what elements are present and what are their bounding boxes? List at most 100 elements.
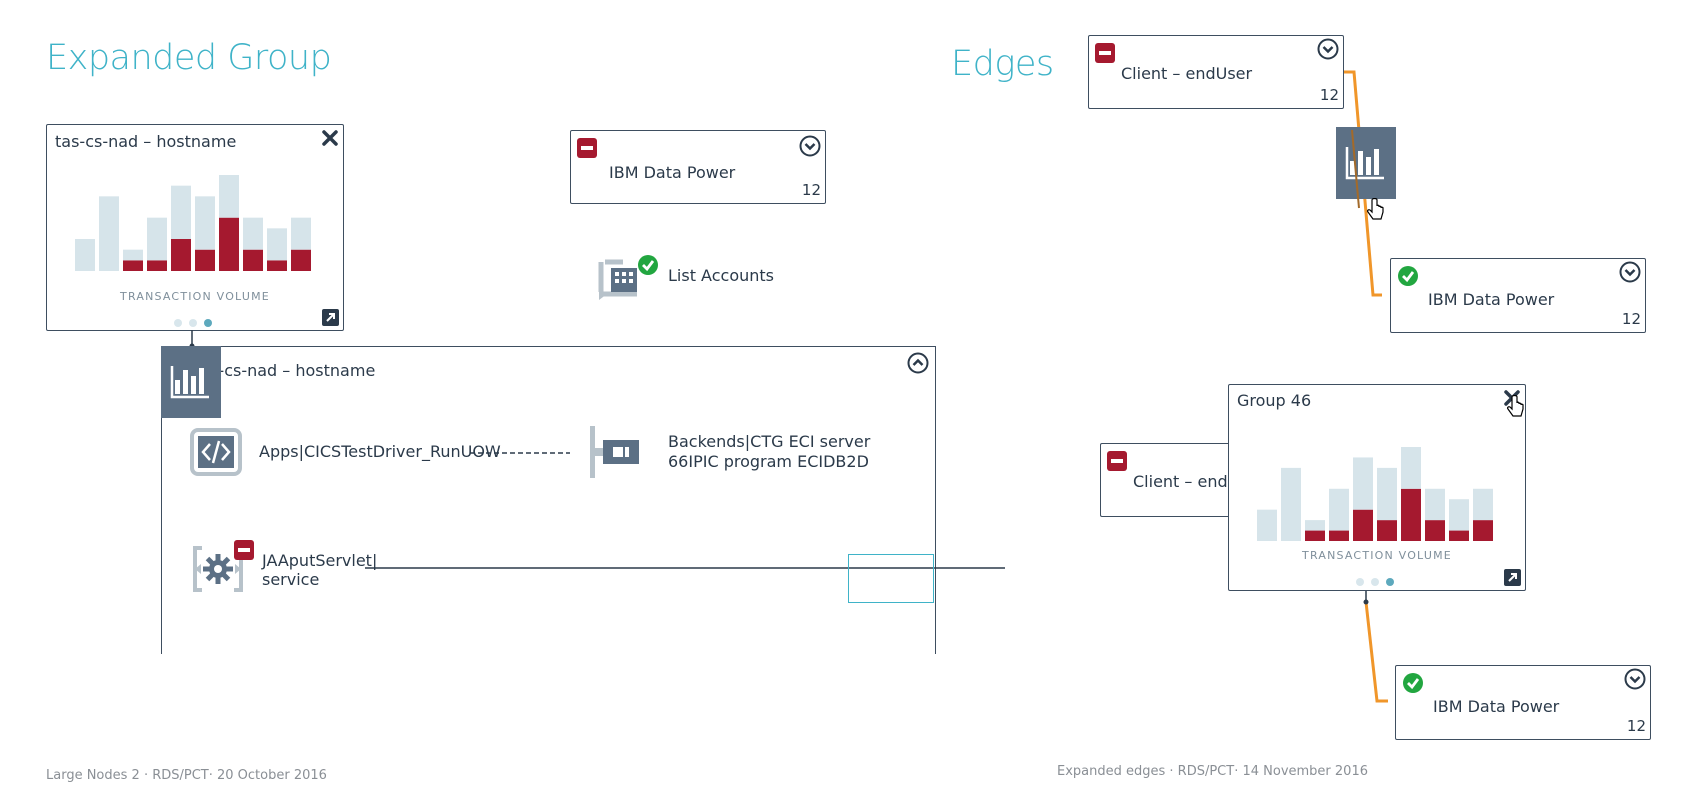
- card-count: 12: [1621, 310, 1641, 328]
- card-title: IBM Data Power: [609, 163, 736, 182]
- card-count: 12: [1319, 86, 1339, 104]
- ibm-data-power-card[interactable]: IBM Data Power 12: [570, 130, 826, 204]
- card-title: IBM Data Power: [1433, 697, 1560, 716]
- right-caption: Expanded edges · RDS/PCT· 14 November 20…: [1057, 764, 1368, 779]
- left-title: Expanded Group: [46, 38, 332, 78]
- bar-total-3: [123, 249, 143, 261]
- ok-status-icon: [1402, 672, 1424, 694]
- bar-error-3: [123, 260, 143, 271]
- card-count: 12: [801, 181, 821, 199]
- error-status-icon: [1107, 451, 1127, 471]
- bar-error-6: [195, 249, 215, 271]
- card-title: IBM Data Power: [1428, 290, 1555, 309]
- bar-error-5: [1353, 509, 1373, 541]
- chevron-down-icon[interactable]: [1624, 668, 1646, 690]
- backends-label-2: 66IPIC program ECIDB2D: [668, 452, 869, 471]
- transaction-volume-chart: [1257, 447, 1493, 541]
- bar-total-8: [1425, 488, 1445, 521]
- bar-total-5: [171, 185, 191, 239]
- bar-total-5: [1353, 457, 1373, 510]
- chart-label: TRANSACTION VOLUME: [120, 290, 270, 303]
- card-title: Client – endUs: [1133, 472, 1240, 491]
- bar-error-4: [1329, 530, 1349, 541]
- building-icon: [598, 259, 637, 300]
- dashed-edge: [470, 452, 570, 454]
- backend-icon[interactable]: [588, 424, 644, 480]
- bar-error-8: [1425, 520, 1445, 541]
- transaction-volume-chart: [75, 175, 311, 271]
- bar-total-2: [99, 196, 119, 271]
- group-card-left[interactable]: tas-cs-nad – hostname TRANSACTION VOLUME: [46, 124, 344, 331]
- apps-label: Apps|CICSTestDriver_RunUOW: [259, 442, 501, 461]
- bar-total-8: [243, 217, 263, 250]
- list-accounts-label: List Accounts: [668, 266, 774, 285]
- chart-badge[interactable]: [161, 346, 221, 418]
- right-title: Edges: [951, 44, 1054, 84]
- bar-error-3: [1305, 530, 1325, 541]
- servlet-label-2: service: [262, 570, 320, 589]
- ok-status-icon: [1397, 265, 1419, 287]
- bar-error-10: [291, 249, 311, 271]
- pointer-cursor-icon: [1506, 395, 1526, 419]
- chevron-up-icon[interactable]: [907, 352, 929, 374]
- bar-total-1: [75, 239, 95, 271]
- edge-line-over-badge: [1351, 130, 1360, 209]
- group-card-title: tas-cs-nad – hostname: [55, 132, 237, 151]
- card-count: 12: [1626, 717, 1646, 735]
- client-enduser-card-2[interactable]: Client – endUs: [1100, 443, 1240, 517]
- bar-error-6: [1377, 520, 1397, 541]
- error-status-icon: [234, 540, 254, 560]
- ibm-data-power-card[interactable]: IBM Data Power 12: [1395, 665, 1651, 740]
- bar-error-8: [243, 249, 263, 271]
- selection-box[interactable]: [848, 554, 934, 603]
- expand-icon[interactable]: [322, 309, 339, 326]
- bar-total-10: [291, 217, 311, 250]
- bar-total-6: [195, 196, 215, 250]
- pager-dots[interactable]: [174, 312, 219, 331]
- bar-error-7: [1401, 488, 1421, 541]
- bar-total-7: [219, 175, 239, 218]
- bar-total-10: [1473, 488, 1493, 521]
- chevron-down-icon[interactable]: [1619, 261, 1641, 283]
- bar-total-4: [1329, 488, 1349, 531]
- error-status-icon: [1095, 43, 1115, 63]
- bar-total-7: [1401, 447, 1421, 489]
- backends-label-1: Backends|CTG ECI server: [668, 432, 871, 451]
- bar-error-9: [1449, 530, 1469, 541]
- chevron-down-icon[interactable]: [1317, 38, 1339, 60]
- bar-total-1: [1257, 509, 1277, 541]
- bar-error-4: [147, 260, 167, 271]
- bar-total-4: [147, 217, 167, 261]
- ok-status-icon: [637, 254, 659, 276]
- chevron-down-icon[interactable]: [799, 135, 821, 157]
- bar-total-2: [1281, 467, 1301, 541]
- bar-chart-icon: [1345, 147, 1384, 180]
- bar-total-3: [1305, 520, 1325, 531]
- code-icon[interactable]: [190, 428, 242, 476]
- bar-total-9: [1449, 499, 1469, 531]
- close-icon[interactable]: [321, 129, 339, 147]
- bar-error-5: [171, 239, 191, 271]
- edge-chart-badge[interactable]: [1336, 127, 1396, 199]
- error-status-icon: [577, 138, 597, 158]
- expanded-group-container[interactable]: tas-cs-nad – hostname: [161, 346, 936, 654]
- bar-error-7: [219, 217, 239, 271]
- left-caption: Large Nodes 2 · RDS/PCT· 20 October 2016: [46, 768, 327, 783]
- expand-icon[interactable]: [1504, 569, 1521, 586]
- ibm-data-power-card[interactable]: IBM Data Power 12: [1390, 258, 1646, 333]
- group-46-card[interactable]: Group 46 TRANSACTION VOLUME: [1228, 384, 1526, 591]
- pointer-cursor-icon: [1366, 198, 1386, 222]
- list-accounts-node[interactable]: [597, 252, 661, 308]
- bar-chart-icon: [170, 366, 209, 399]
- servlet-edge: [365, 567, 1005, 569]
- bar-total-6: [1377, 467, 1397, 521]
- bar-total-9: [267, 228, 287, 261]
- pager-dots[interactable]: [1356, 571, 1401, 590]
- card-title: Client – endUser: [1121, 64, 1253, 83]
- client-enduser-card[interactable]: Client – endUser 12: [1088, 35, 1344, 109]
- chart-label: TRANSACTION VOLUME: [1302, 549, 1452, 562]
- group-card-title: Group 46: [1237, 391, 1312, 410]
- bar-error-10: [1473, 520, 1493, 541]
- expanded-group-title: tas-cs-nad – hostname: [194, 361, 376, 380]
- bar-error-9: [267, 260, 287, 271]
